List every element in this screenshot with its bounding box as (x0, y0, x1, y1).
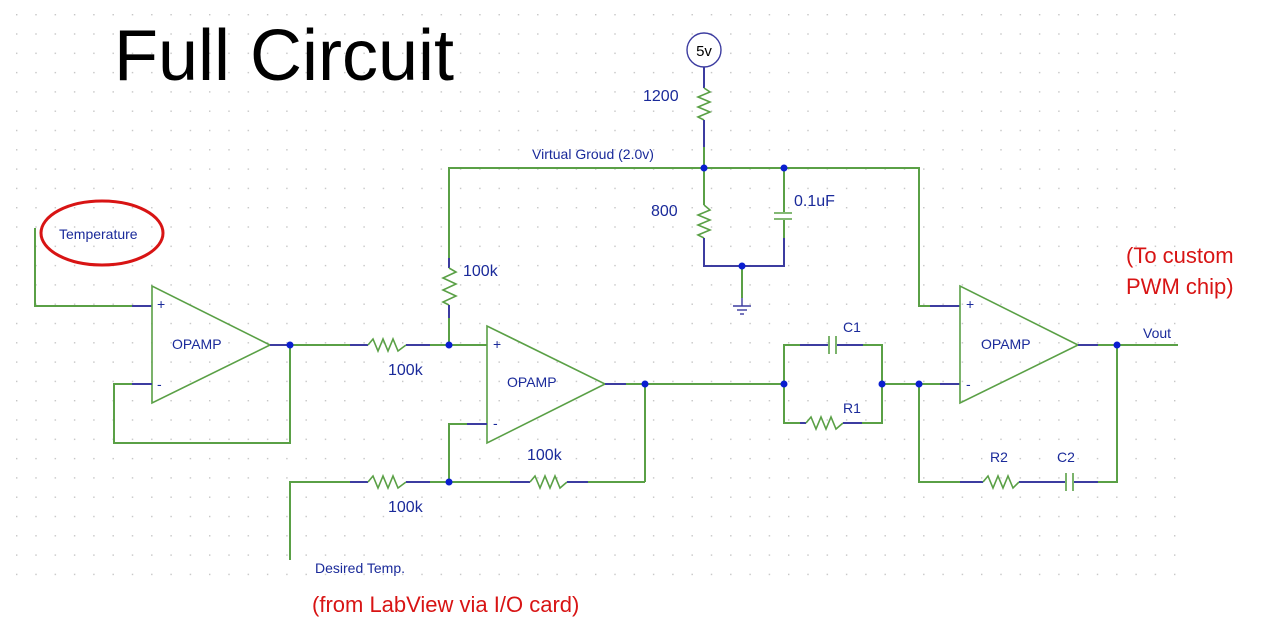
capacitor-c1[interactable] (828, 336, 837, 354)
capacitor-0-1uF-label: 0.1uF (794, 193, 835, 210)
junction-dot (286, 341, 294, 349)
opamp-icon (151, 284, 272, 405)
resistor-icon (695, 204, 713, 239)
resistor-r2[interactable] (982, 473, 1020, 491)
resistor-r1-label: R1 (843, 400, 861, 416)
desired-temp-note: (from LabView via I/O card) (312, 592, 579, 617)
opamp-pid-minus: - (966, 376, 971, 392)
output-note-line2: PWM chip) (1126, 274, 1234, 299)
vout-label: Vout (1143, 325, 1171, 341)
resistor-icon (982, 473, 1020, 491)
capacitor-c2-label: C2 (1057, 449, 1075, 465)
resistor-800-label: 800 (651, 203, 678, 220)
opamp-icon (959, 284, 1080, 405)
junction-dot (445, 341, 453, 349)
resistor-100k-feedback-label: 100k (527, 447, 563, 464)
junction-dot (780, 380, 788, 388)
resistor-icon (695, 87, 713, 121)
page-title: Full Circuit (114, 16, 454, 96)
junction-dot (1113, 341, 1121, 349)
junctions (286, 164, 1121, 486)
dot-grid (14, 10, 1184, 584)
opamp-difference-label: OPAMP (507, 374, 557, 390)
opamp-difference[interactable]: + - OPAMP (486, 324, 607, 445)
opamp-buffer-plus: + (157, 296, 165, 312)
opamp-icon (486, 324, 607, 445)
resistor-100k-feedback[interactable] (529, 473, 568, 491)
resistor-icon (367, 473, 407, 491)
junction-dot (915, 380, 923, 388)
capacitor-c1-label: C1 (843, 319, 861, 335)
resistor-100k-plus-ref-label: 100k (463, 263, 499, 280)
resistor-100k-plus-input[interactable] (367, 336, 407, 354)
resistor-100k-plus-input-label: 100k (388, 362, 424, 379)
resistor-r2-label: R2 (990, 449, 1008, 465)
resistor-1200-label: 1200 (643, 88, 679, 105)
desired-temp-label: Desired Temp. (315, 560, 405, 576)
resistor-100k-minus-input-label: 100k (388, 499, 424, 516)
virtual-ground-label: Virtual Groud (2.0v) (532, 146, 654, 162)
junction-dot (780, 164, 788, 172)
opamp-pid-label: OPAMP (981, 336, 1031, 352)
junction-dot (700, 164, 708, 172)
temperature-input-label: Temperature (59, 226, 138, 242)
resistor-icon (529, 473, 568, 491)
opamp-buffer-label: OPAMP (172, 336, 222, 352)
junction-dot (641, 380, 649, 388)
junction-dot (445, 478, 453, 486)
resistor-icon (805, 414, 844, 432)
opamp-difference-plus: + (493, 336, 501, 352)
resistor-r1[interactable] (805, 414, 844, 432)
resistor-800[interactable] (695, 204, 713, 239)
opamp-buffer-minus: - (157, 376, 162, 392)
junction-dot (738, 262, 746, 270)
resistor-1200[interactable] (695, 87, 713, 121)
capacitor-0-1uF[interactable] (774, 212, 792, 220)
resistor-icon (367, 336, 407, 354)
supply-label: 5v (696, 43, 712, 60)
junction-dot (878, 380, 886, 388)
output-note-line1: (To custom (1126, 243, 1234, 268)
opamp-pid[interactable]: + - OPAMP (959, 284, 1080, 405)
capacitor-c2[interactable] (1065, 473, 1074, 491)
supply-source[interactable]: 5v (686, 32, 722, 68)
temperature-highlight-circle (39, 199, 165, 267)
opamp-buffer[interactable]: + - OPAMP (151, 284, 272, 405)
opamp-pid-plus: + (966, 296, 974, 312)
resistor-100k-plus-ref[interactable] (441, 267, 458, 306)
resistor-icon (441, 267, 458, 306)
ground-icon (733, 298, 751, 315)
resistor-100k-minus-input[interactable] (367, 473, 407, 491)
opamp-difference-minus: - (493, 415, 498, 431)
